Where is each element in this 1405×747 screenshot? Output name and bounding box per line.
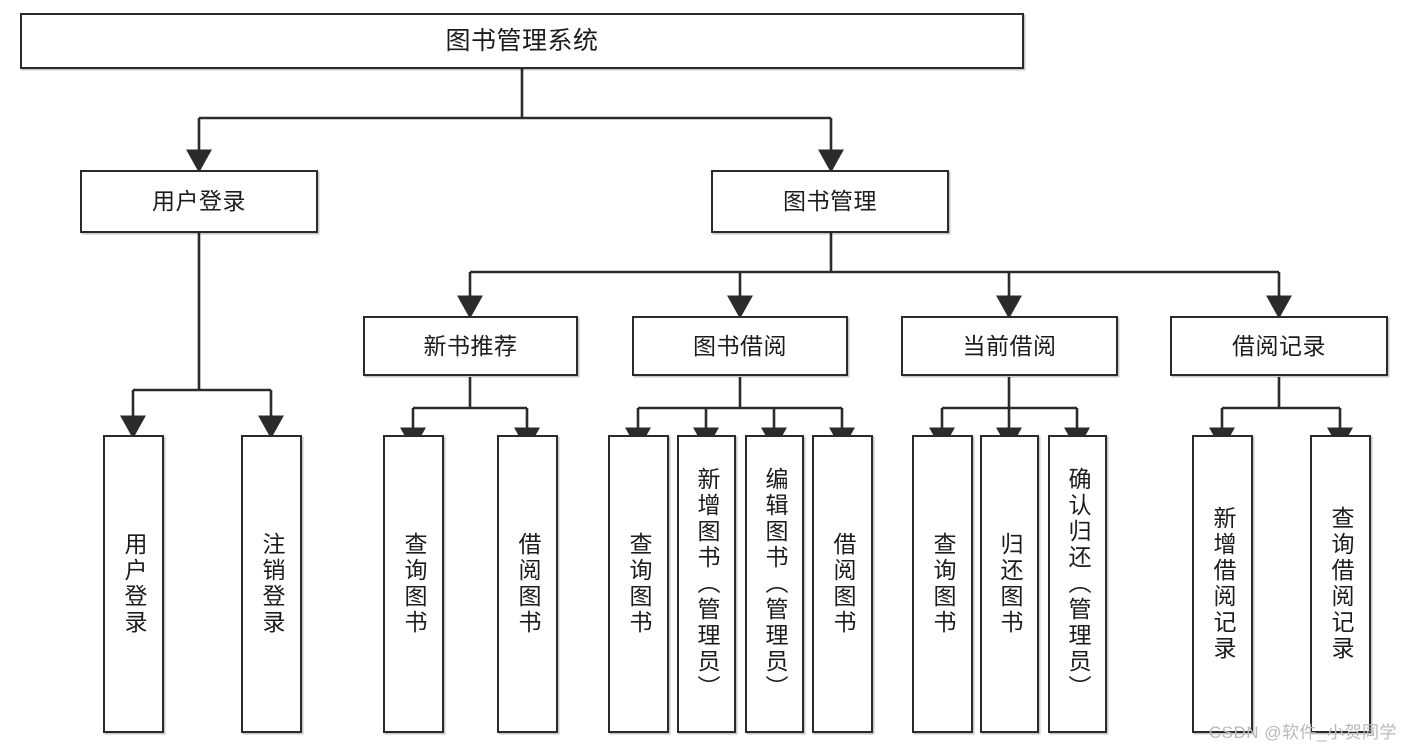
node-book-borrow[interactable]: 图书借阅 [632,316,848,376]
node-new-book-recommend[interactable]: 新书推荐 [363,316,578,376]
leaf-logout[interactable]: 注销登录 [241,435,302,733]
node-borrow-record[interactable]: 借阅记录 [1170,316,1388,376]
leaf-borrow-book-1[interactable]: 借阅图书 [497,435,558,733]
leaf-query-book-2-label: 查询图书 [626,532,652,636]
node-current-borrow[interactable]: 当前借阅 [901,316,1118,376]
leaf-add-record-label: 新增借阅记录 [1210,506,1236,662]
node-borrow-record-label: 借阅记录 [1232,332,1326,359]
leaf-query-book-3-label: 查询图书 [930,532,956,636]
leaf-add-record[interactable]: 新增借阅记录 [1192,435,1253,733]
leaf-add-book[interactable]: 新增图书（管理员） [677,435,736,733]
node-user-login-label: 用户登录 [152,188,246,215]
leaf-borrow-book-1-label: 借阅图书 [515,532,541,636]
leaf-query-book-1[interactable]: 查询图书 [383,435,444,733]
leaf-query-record[interactable]: 查询借阅记录 [1310,435,1371,733]
node-book-borrow-label: 图书借阅 [693,332,787,359]
leaf-return-book[interactable]: 归还图书 [980,435,1039,733]
leaf-query-book-2[interactable]: 查询图书 [608,435,669,733]
leaf-query-book-1-label: 查询图书 [401,532,427,636]
node-root[interactable]: 图书管理系统 [20,13,1024,69]
leaf-edit-book-label: 编辑图书（管理员） [762,467,788,701]
node-user-login[interactable]: 用户登录 [80,170,318,233]
leaf-edit-book[interactable]: 编辑图书（管理员） [745,435,804,733]
leaf-borrow-book-2-label: 借阅图书 [830,532,856,636]
leaf-confirm-return-label: 确认归还（管理员） [1065,467,1091,701]
node-book-manage[interactable]: 图书管理 [711,170,949,233]
leaf-logout-label: 注销登录 [259,532,285,636]
csdn-watermark: CSDN @软件_小贺同学 [1208,723,1397,742]
leaf-confirm-return[interactable]: 确认归还（管理员） [1048,435,1107,733]
leaf-return-book-label: 归还图书 [997,532,1023,636]
leaf-user-login-label: 用户登录 [121,532,147,636]
node-current-borrow-label: 当前借阅 [962,332,1057,359]
leaf-user-login[interactable]: 用户登录 [103,435,164,733]
leaf-query-book-3[interactable]: 查询图书 [912,435,973,733]
node-new-book-recommend-label: 新书推荐 [423,332,518,359]
leaf-add-book-label: 新增图书（管理员） [694,467,720,701]
node-book-manage-label: 图书管理 [783,188,877,215]
leaf-borrow-book-2[interactable]: 借阅图书 [812,435,873,733]
leaf-query-record-label: 查询借阅记录 [1328,506,1354,662]
node-root-label: 图书管理系统 [445,26,599,55]
